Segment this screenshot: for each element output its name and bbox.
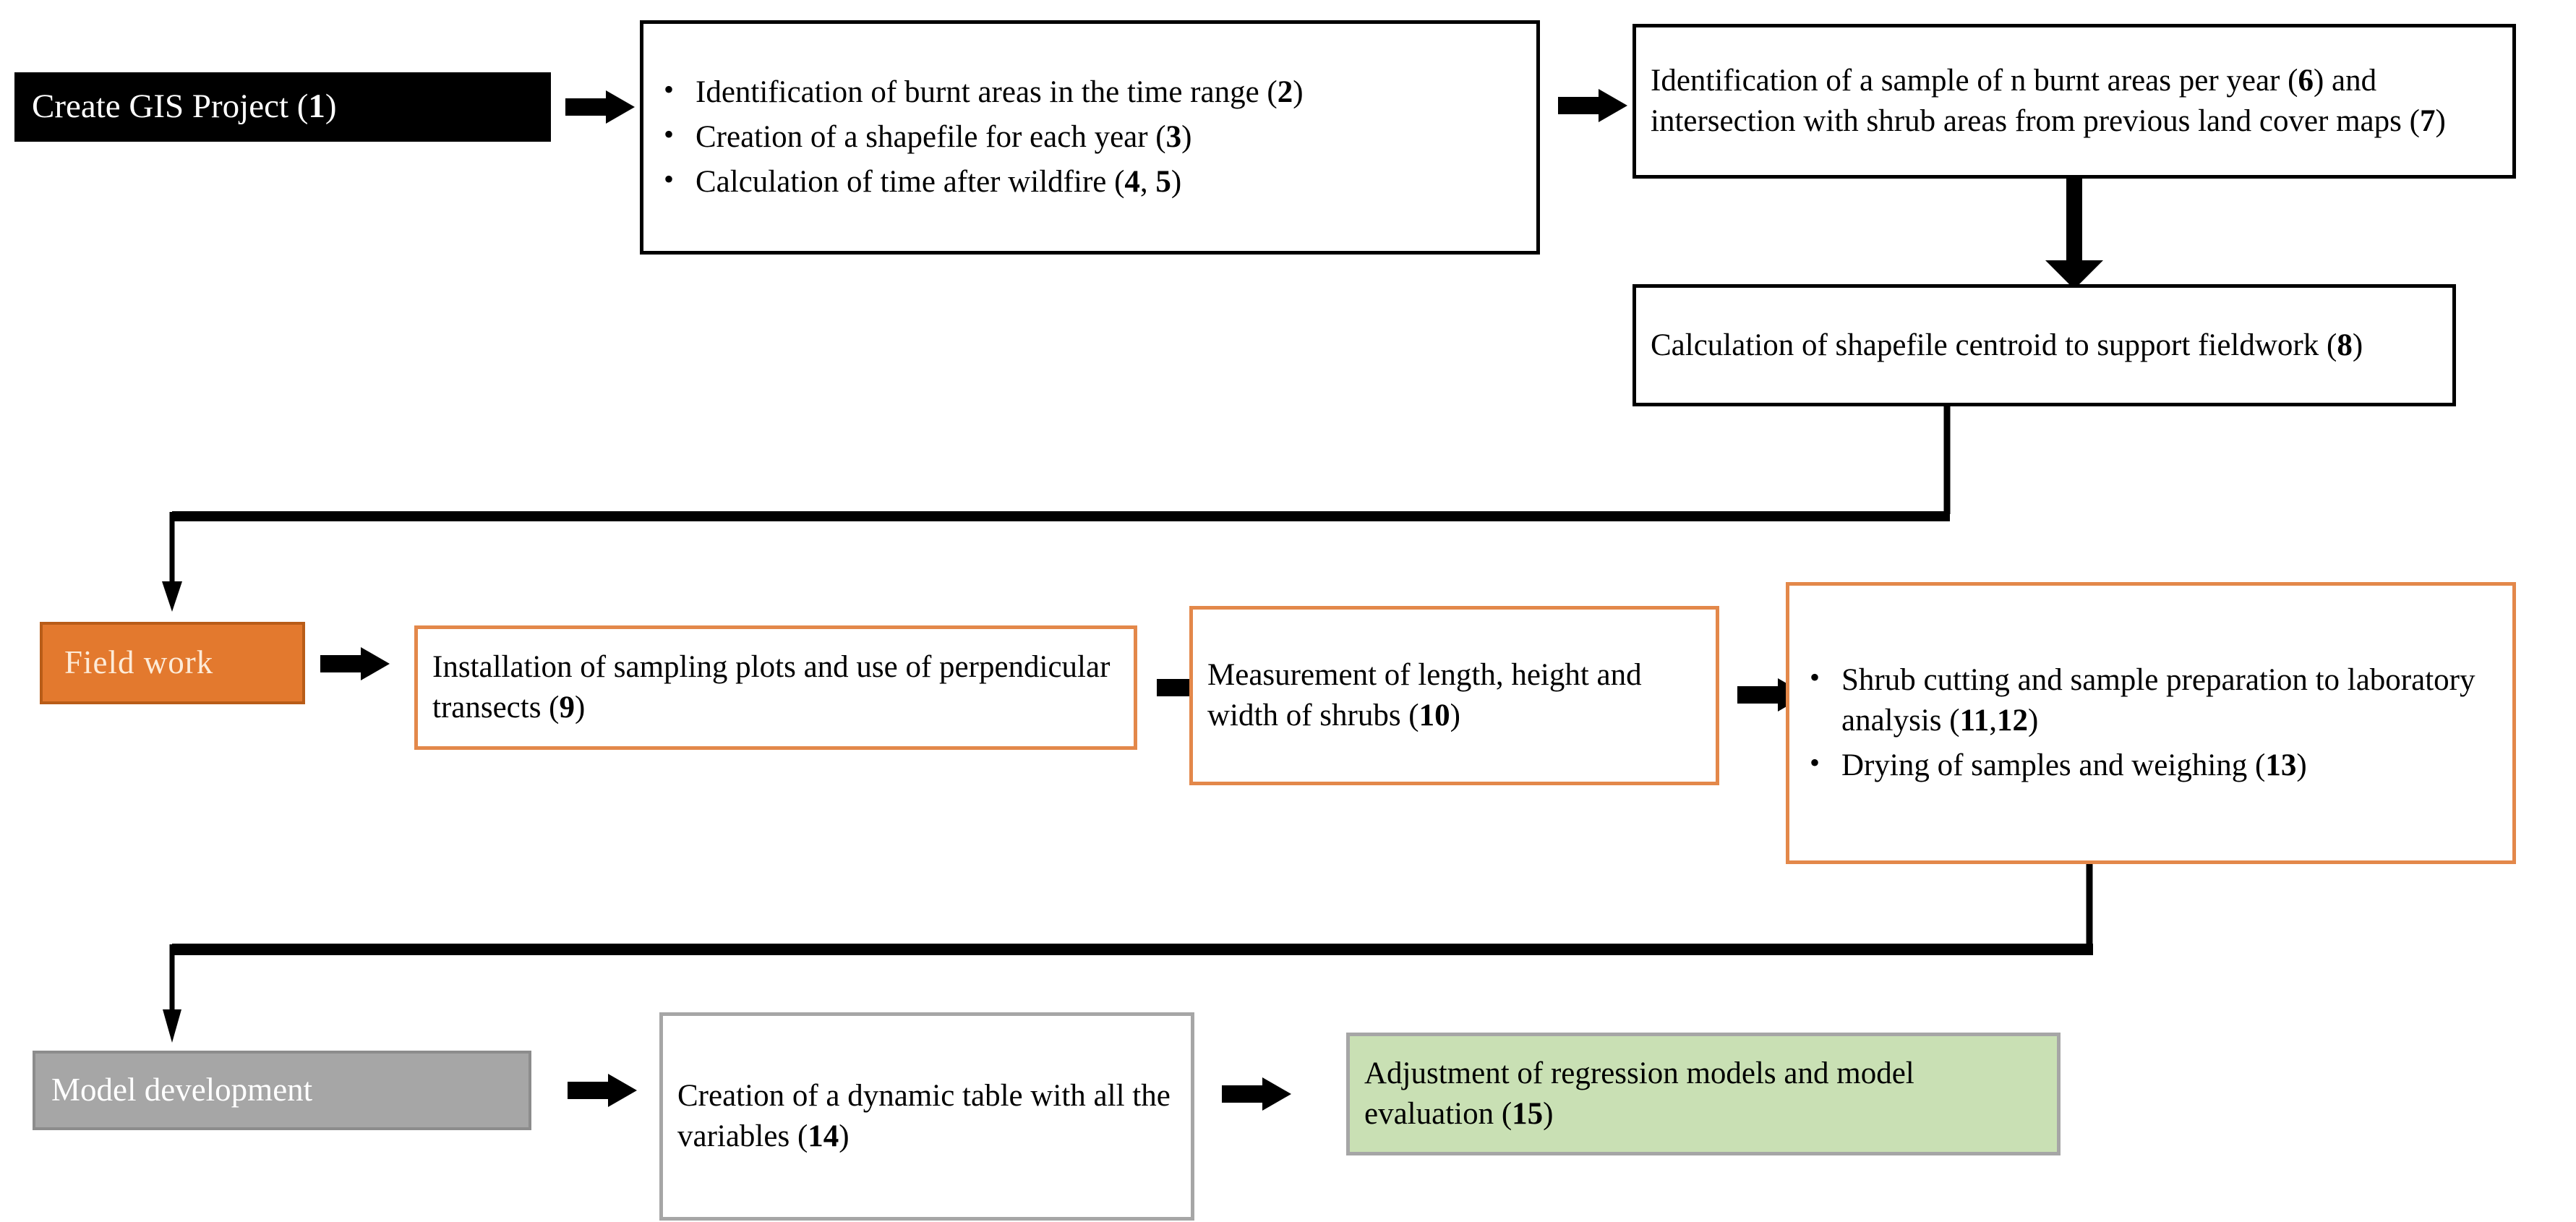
model-development-label: Model development <box>51 1072 313 1108</box>
list-item: Identification of burnt areas in the tim… <box>658 71 1519 113</box>
create-gis-project-label: Create GIS Project (1) <box>32 87 337 126</box>
node-dynamic-table[interactable]: Creation of a dynamic table with all the… <box>659 1012 1194 1221</box>
arrow-model-to-table <box>568 1074 637 1107</box>
lab-tasks-list: Shrub cutting and sample preparation to … <box>1804 659 2495 786</box>
sampling-plots-text: Installation of sampling plots and use o… <box>432 650 1111 725</box>
centroid-calculation-text: Calculation of shapefile centroid to sup… <box>1651 328 2363 362</box>
node-lab-tasks[interactable]: Shrub cutting and sample preparation to … <box>1786 582 2516 864</box>
arrow-tasks-to-sample <box>1558 89 1627 122</box>
gis-task-2-text: Creation of a shapefile for each year (3… <box>696 120 1192 155</box>
lab-task-2-text: Drying of samples and weighing (13) <box>1841 748 2307 782</box>
connector-centroid-to-fieldwork <box>162 406 1951 612</box>
lab-task-1-text: Shrub cutting and sample preparation to … <box>1841 663 2476 738</box>
shrub-measurement-text: Measurement of length, height and width … <box>1207 658 1642 732</box>
list-item: Calculation of time after wildfire (4, 5… <box>658 161 1519 202</box>
node-create-gis-project[interactable]: Create GIS Project (1) <box>14 72 551 142</box>
gis-task-3-text: Calculation of time after wildfire (4, 5… <box>696 164 1182 199</box>
gis-task-1-text: Identification of burnt areas in the tim… <box>696 75 1304 110</box>
regression-models-text: Adjustment of regression models and mode… <box>1364 1056 1914 1131</box>
node-sampling-plots[interactable]: Installation of sampling plots and use o… <box>414 625 1137 750</box>
node-sample-identification[interactable]: Identification of a sample of n burnt ar… <box>1633 24 2516 179</box>
dynamic-table-text: Creation of a dynamic table with all the… <box>677 1079 1171 1153</box>
arrow-table-to-regression <box>1222 1077 1291 1111</box>
node-gis-tasks[interactable]: Identification of burnt areas in the tim… <box>640 20 1540 255</box>
node-regression-models[interactable]: Adjustment of regression models and mode… <box>1346 1033 2061 1155</box>
gis-tasks-list: Identification of burnt areas in the tim… <box>658 71 1519 202</box>
list-item: Drying of samples and weighing (13) <box>1804 744 2495 786</box>
field-work-label: Field work <box>64 644 214 681</box>
node-model-development[interactable]: Model development <box>33 1051 531 1130</box>
list-item: Shrub cutting and sample preparation to … <box>1804 659 2495 741</box>
node-centroid-calculation[interactable]: Calculation of shapefile centroid to sup… <box>1633 284 2456 406</box>
node-shrub-measurement[interactable]: Measurement of length, height and width … <box>1189 606 1719 785</box>
arrow-fieldwork-to-plots <box>320 647 390 680</box>
sample-identification-text: Identification of a sample of n burnt ar… <box>1651 64 2446 138</box>
list-item: Creation of a shapefile for each year (3… <box>658 116 1519 158</box>
connector-sample-to-centroid <box>2045 179 2103 289</box>
arrow-gis-to-tasks <box>565 90 635 124</box>
node-field-work[interactable]: Field work <box>40 622 305 704</box>
